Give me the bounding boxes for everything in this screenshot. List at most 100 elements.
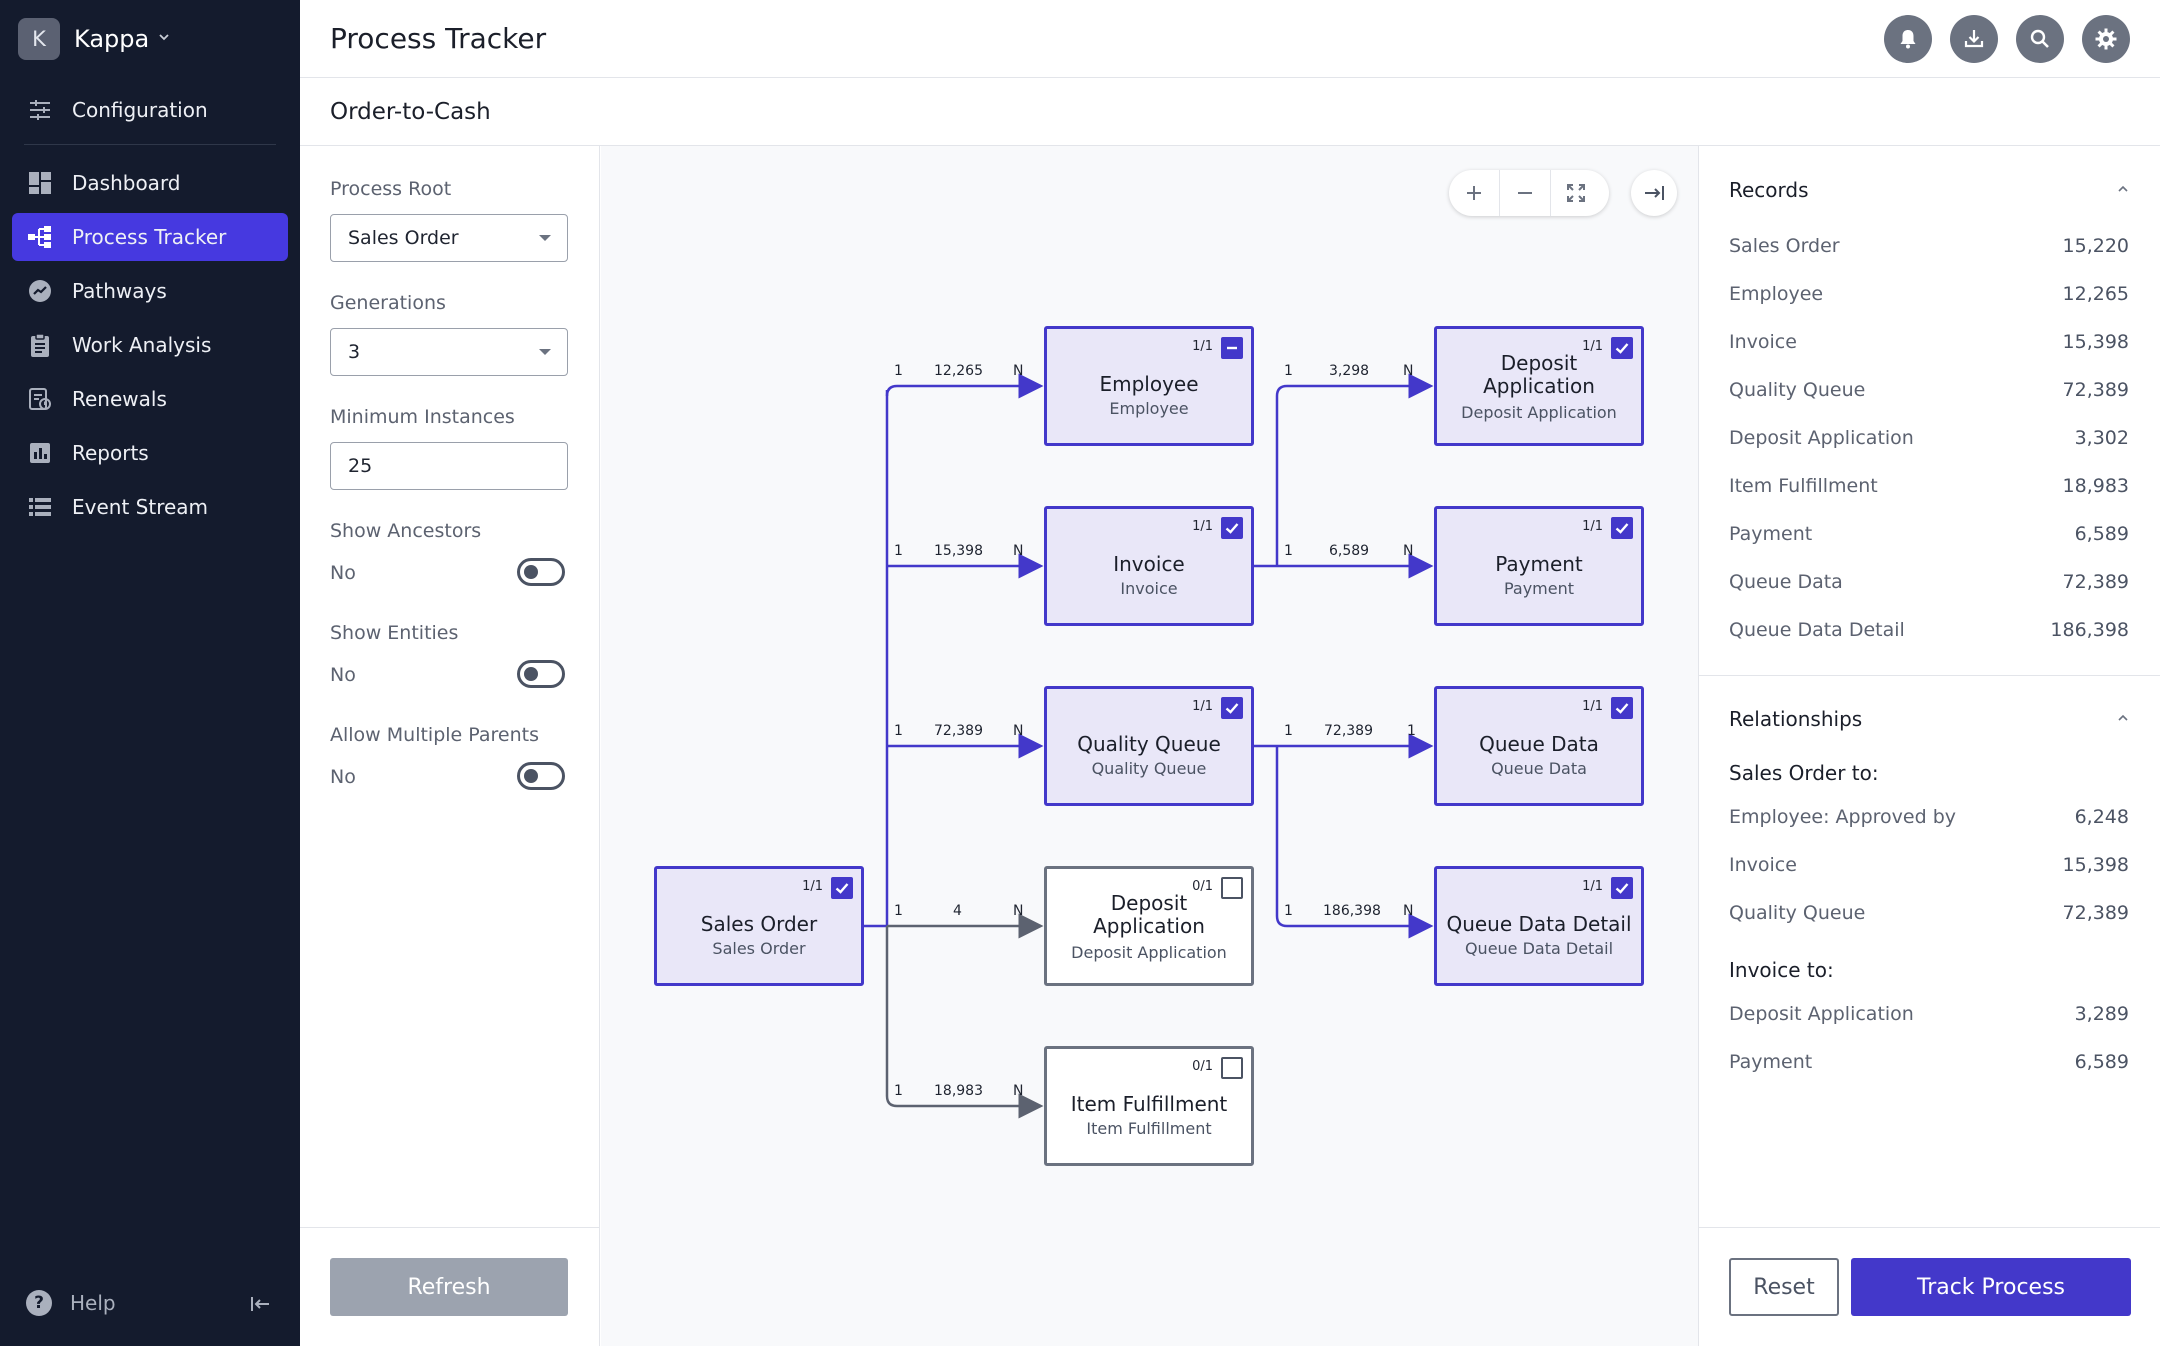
node-ratio: 1/1 [1192,519,1213,534]
event-stream-icon [26,493,54,521]
node-checkbox[interactable] [1611,517,1633,539]
workspace-switcher[interactable]: K Kappa [18,18,171,60]
node-ratio: 1/1 [1582,519,1603,534]
node-checkbox[interactable] [1611,697,1633,719]
record-label: Quality Queue [1729,379,1866,401]
nav-dashboard[interactable]: Dashboard [12,159,288,207]
record-value: 72,389 [2062,379,2129,401]
nav-process-tracker[interactable]: Process Tracker [12,213,288,261]
show-entities-toggle[interactable] [517,660,565,688]
node-subtitle: Invoice [1120,579,1178,598]
chevron-up-icon [2118,714,2128,721]
edge-label-to: N [1013,363,1024,379]
node-deposit-application[interactable]: 0/1 Deposit Application Deposit Applicat… [1044,866,1254,986]
track-process-button[interactable]: Track Process [1851,1258,2131,1316]
process-root-value: Sales Order [348,227,459,249]
edge-label-from: 1 [1284,723,1293,739]
node-quality-queue[interactable]: 1/1 Quality Queue Quality Queue [1044,686,1254,806]
node-queue-data[interactable]: 1/1 Queue Data Queue Data [1434,686,1644,806]
node-checkbox[interactable] [1221,337,1243,359]
search-icon [2030,29,2049,48]
check-icon [1225,703,1239,714]
edge-label-count: 4 [953,903,962,919]
zoom-controls [1449,170,1609,216]
show-entities-label: Show Entities [330,622,459,644]
node-title: Item Fulfillment [1070,1092,1228,1116]
node-checkbox[interactable] [1611,337,1633,359]
node-checkbox[interactable] [1221,1057,1243,1079]
node-ratio: 1/1 [1582,339,1603,354]
sub-header: Order-to-Cash [300,79,2160,146]
zoom-in-button[interactable] [1449,170,1499,216]
node-checkbox[interactable] [1221,697,1243,719]
download-button[interactable] [1950,15,1998,63]
panel-footer-divider [1699,1227,2160,1228]
bell-icon [1900,30,1916,49]
edge-label-to: N [1403,903,1414,919]
node-checkbox[interactable] [1221,517,1243,539]
relationship-label: Deposit Application [1729,1003,1914,1025]
show-ancestors-label: Show Ancestors [330,520,482,542]
node-item-fulfillment[interactable]: 0/1 Item Fulfillment Item Fulfillment [1044,1046,1254,1166]
toggle-knob [524,769,538,783]
node-title-line2: Application [1483,374,1595,398]
node-invoice[interactable]: 1/1 Invoice Invoice [1044,506,1254,626]
node-checkbox[interactable] [1221,877,1243,899]
nav-configuration[interactable]: Configuration [12,86,288,134]
search-button[interactable] [2016,15,2064,63]
graph-canvas[interactable]: 1 12,265 N 1 15,398 N 1 72,389 N 1 4 N 1… [601,146,1698,1346]
toggle-details-panel-button[interactable] [1631,170,1677,216]
node-queue-data-detail[interactable]: 1/1 Queue Data Detail Queue Data Detail [1434,866,1644,986]
divider [1550,170,1551,216]
caret-down-icon [539,349,551,355]
record-label: Employee [1729,283,1824,305]
node-payment[interactable]: 1/1 Payment Payment [1434,506,1644,626]
relationship-label: Quality Queue [1729,902,1866,924]
divider [1499,170,1500,216]
edge-label-from: 1 [1284,903,1293,919]
show-entities-value: No [330,664,356,686]
allow-multiple-parents-toggle[interactable] [517,762,565,790]
notifications-button[interactable] [1884,15,1932,63]
relationship-value: 3,289 [2074,1003,2129,1025]
record-value: 18,983 [2062,475,2129,497]
nav-pathways[interactable]: Pathways [12,267,288,315]
nav-reports[interactable]: Reports [12,429,288,477]
node-employee[interactable]: 1/1 Employee Employee [1044,326,1254,446]
node-checkbox[interactable] [1611,877,1633,899]
record-value: 15,220 [2062,235,2129,257]
help-link[interactable]: ? Help [26,1290,116,1316]
node-sales-order[interactable]: 1/1 Sales Order Sales Order [654,866,864,986]
process-root-select[interactable]: Sales Order [330,214,568,262]
nav-event-stream[interactable]: Event Stream [12,483,288,531]
reset-button[interactable]: Reset [1729,1258,1839,1316]
fit-view-button[interactable] [1551,170,1601,216]
relationship-value: 6,248 [2074,806,2129,828]
edge-label-count: 3,298 [1329,363,1370,379]
section-divider [1699,675,2160,676]
min-instances-input[interactable]: 25 [330,442,568,490]
nav-label: Configuration [72,98,208,122]
nav-work-analysis[interactable]: Work Analysis [12,321,288,369]
node-deposit-application-2[interactable]: 1/1 Deposit Application Deposit Applicat… [1434,326,1644,446]
generations-select[interactable]: 3 [330,328,568,376]
edge-label-count: 12,265 [934,363,983,379]
node-title-line1: Deposit [1110,891,1188,915]
refresh-button[interactable]: Refresh [330,1258,568,1316]
collapse-sidebar-button[interactable] [246,1290,274,1318]
relationship-group-title: Invoice to: [1729,958,1834,982]
node-title: Employee [1099,372,1199,396]
node-checkbox[interactable] [831,877,853,899]
settings-button[interactable] [2082,15,2130,63]
nav-label: Process Tracker [72,225,227,249]
relationship-label: Employee: Approved by [1729,806,1957,828]
fullscreen-icon [1567,184,1585,202]
edge-label-from: 1 [894,903,903,919]
nav-renewals[interactable]: Renewals [12,375,288,423]
show-ancestors-toggle[interactable] [517,558,565,586]
zoom-out-button[interactable] [1500,170,1550,216]
